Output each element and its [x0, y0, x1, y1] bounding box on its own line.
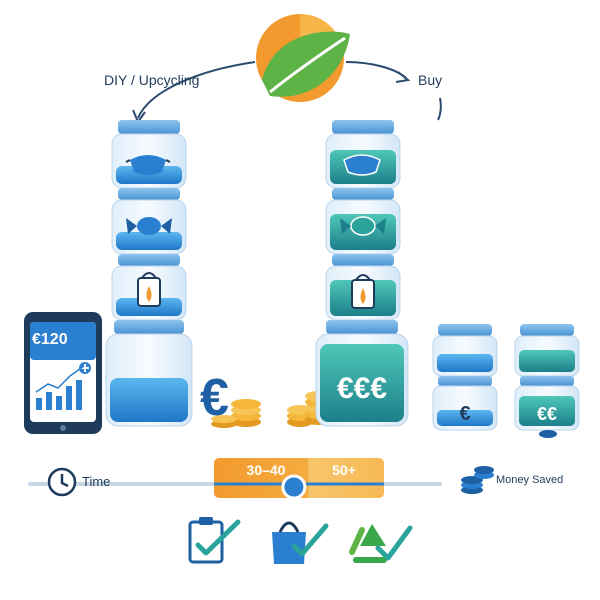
small-jar-right: [514, 324, 580, 438]
recycle-check-icon: [349, 524, 413, 563]
leaf-orange-logo-icon: [256, 14, 350, 102]
candy-icon: [126, 217, 172, 235]
face-mask-icon: [125, 155, 171, 175]
range-high-label[interactable]: 50+: [332, 462, 356, 478]
money-saved-label: Money Saved: [496, 474, 564, 486]
candy-icon: [340, 216, 386, 236]
small-jar-left: [432, 324, 498, 431]
buy-label: Buy: [418, 72, 443, 88]
diy-label: DIY / Upcycling: [104, 72, 200, 88]
diy-coins-icon: [211, 399, 261, 428]
small-jar-right-symbol: €€: [537, 404, 557, 424]
coin-stack-icon: [461, 466, 494, 494]
diy-jar-stack: [105, 120, 193, 427]
shopping-bag-check-icon: [272, 521, 329, 564]
arrow-right-icon: [345, 61, 442, 121]
slider-handle[interactable]: [281, 474, 307, 500]
range-low-label[interactable]: 30–40: [246, 462, 286, 478]
lantern-icon: [351, 274, 375, 309]
arrow-left-icon: [132, 61, 256, 125]
clipboard-check-icon: [188, 517, 241, 564]
face-mask-icon: [343, 154, 381, 176]
phone-balance: €120: [32, 331, 68, 348]
buy-jar-stack: [315, 120, 409, 427]
buy-euro-symbol: €€€: [337, 372, 387, 405]
small-jar-left-symbol: €: [459, 403, 470, 425]
clock-icon: [47, 467, 77, 497]
lantern-icon: [137, 272, 161, 307]
time-label: Time: [82, 474, 111, 489]
bar-chart-icon: [35, 365, 85, 410]
phone-app: [24, 312, 102, 434]
